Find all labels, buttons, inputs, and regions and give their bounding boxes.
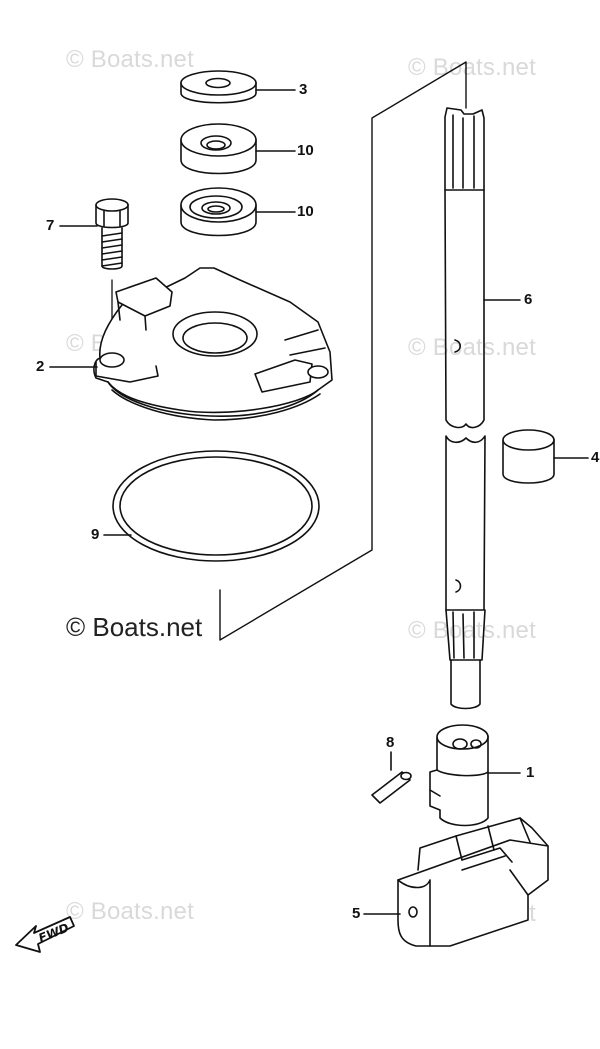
callout-2: 2	[36, 358, 45, 375]
callout-10-lower: 10	[297, 203, 314, 220]
callout-10-upper: 10	[297, 142, 314, 159]
fwd-arrow-icon	[15, 916, 75, 953]
o-ring-part-9	[112, 450, 320, 562]
shifter-part-5	[397, 817, 549, 947]
callout-6: 6	[524, 291, 533, 308]
pin-part-8	[371, 771, 412, 804]
watermark-bottom-left: © Boats.net	[66, 898, 194, 925]
group-bracket-line	[219, 61, 467, 641]
washer-part-3	[180, 70, 257, 104]
housing-part-2	[93, 267, 333, 421]
callout-3: 3	[299, 81, 308, 98]
drive-shaft-part-6	[444, 107, 486, 710]
callout-4: 4	[591, 449, 600, 466]
callout-8: 8	[386, 734, 395, 751]
bolt-part-7	[95, 198, 129, 270]
callout-9: 9	[91, 526, 100, 543]
coupler-part-1	[429, 724, 489, 827]
seal-part-10-lower	[180, 187, 257, 237]
watermark-mid-right: © Boats.net	[408, 334, 536, 361]
watermark-low-right: © Boats.net	[408, 617, 536, 644]
watermark-main: © Boats.net	[66, 612, 203, 642]
callout-1: 1	[526, 764, 535, 781]
watermark-top-right: © Boats.net	[408, 54, 536, 81]
callout-7: 7	[46, 217, 55, 234]
watermark-top-left: © Boats.net	[66, 46, 194, 73]
callout-5: 5	[352, 905, 361, 922]
bushing-part-4	[502, 429, 555, 484]
seal-part-10-upper	[180, 123, 257, 175]
